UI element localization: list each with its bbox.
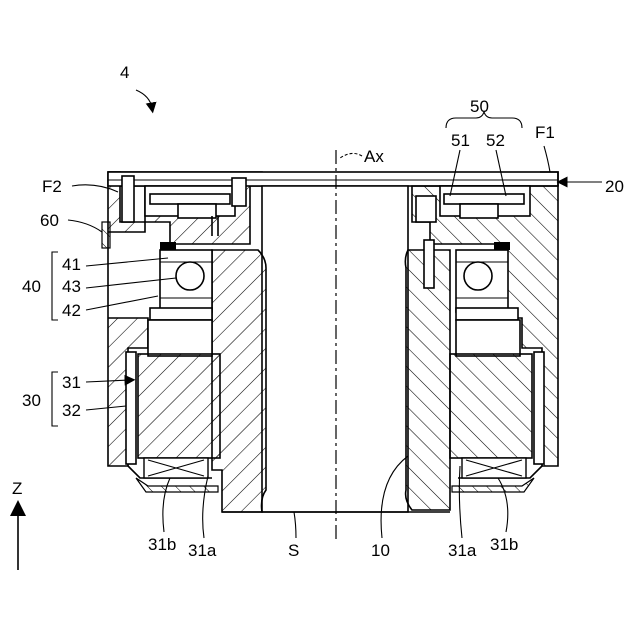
label-30: 30 bbox=[22, 391, 41, 410]
label-F2: F2 bbox=[42, 177, 62, 196]
label-Ax: Ax bbox=[364, 147, 384, 166]
label-F1: F1 bbox=[535, 123, 555, 142]
label-S: S bbox=[288, 541, 299, 560]
label-43: 43 bbox=[62, 277, 81, 296]
seat-left bbox=[160, 242, 176, 250]
label-31b-right: 31b bbox=[490, 535, 518, 554]
label-4: 4 bbox=[120, 63, 129, 82]
part-60 bbox=[102, 222, 110, 248]
label-60: 60 bbox=[40, 211, 59, 230]
label-51: 51 bbox=[451, 131, 470, 150]
label-52: 52 bbox=[486, 131, 505, 150]
label-31a-right: 31a bbox=[448, 541, 477, 560]
label-42: 42 bbox=[62, 301, 81, 320]
top-plate bbox=[108, 172, 558, 186]
label-10: 10 bbox=[371, 541, 390, 560]
seat-right bbox=[494, 242, 510, 250]
label-31: 31 bbox=[62, 373, 81, 392]
label-31b-left: 31b bbox=[148, 535, 176, 554]
label-Z: Z bbox=[12, 479, 22, 498]
label-20: 20 bbox=[605, 177, 624, 196]
label-50: 50 bbox=[470, 97, 489, 116]
label-40: 40 bbox=[22, 277, 41, 296]
label-31a-left: 31a bbox=[188, 541, 217, 560]
label-32: 32 bbox=[62, 401, 81, 420]
label-41: 41 bbox=[62, 255, 81, 274]
bearing-left bbox=[150, 250, 212, 320]
bearing-right bbox=[456, 250, 518, 320]
